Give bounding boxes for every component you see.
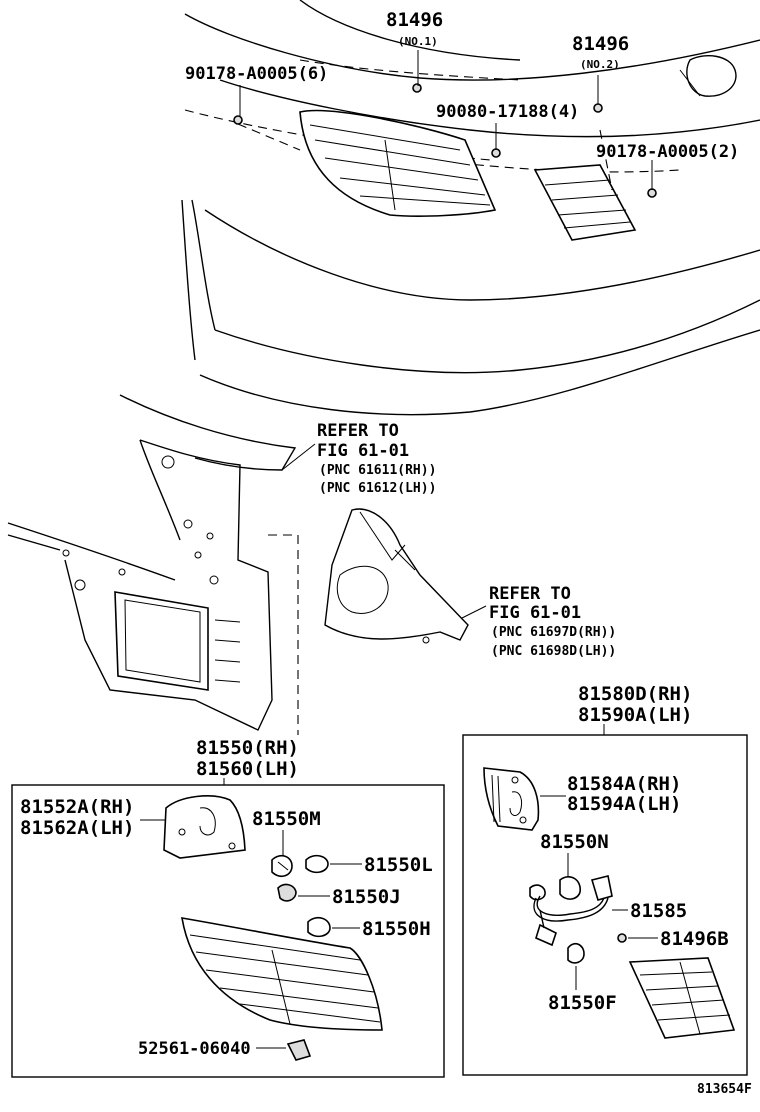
refer-1-line-3: (PNC 61611(RH)) (319, 463, 436, 478)
clip-81496b (617, 933, 627, 943)
refer-2-line-3: (PNC 61697D(RH)) (491, 625, 616, 640)
lamp-gasket-left (163, 795, 246, 859)
wire-harness-socket (529, 875, 613, 947)
label-81496b: 81496B (660, 928, 729, 950)
label-81550j: 81550J (332, 886, 401, 908)
socket-81550m (271, 854, 293, 878)
bulb-81550f (567, 942, 585, 964)
label-81585: 81585 (630, 900, 687, 922)
refer-2-line-2: FIG 61-01 (489, 603, 581, 623)
refer-2-line-4: (PNC 61698D(LH)) (491, 644, 616, 659)
quarter-panel (7, 394, 299, 735)
label-81550l: 81550L (364, 854, 433, 876)
label-81550f: 81550F (548, 992, 617, 1014)
refer-1-line-2: FIG 61-01 (317, 441, 409, 461)
tail-lamp-outer-lower (181, 917, 383, 1031)
label-81584a-rh: 81584A(RH) (567, 773, 681, 795)
label-81550-rh: 81550(RH) (196, 737, 299, 759)
bulb-81550h (307, 916, 331, 938)
refer-2-line-1: REFER TO (489, 584, 571, 604)
label-81496-no1-note: (NO.1) (398, 35, 438, 48)
inner-lamp-lens-right (628, 957, 736, 1039)
label-90080-17188: 90080-17188(4) (436, 102, 579, 122)
bulb-81550l (305, 854, 329, 874)
rear-panel-bracket (324, 508, 469, 644)
leader-lines-top (237, 50, 653, 191)
retainer-52561 (286, 1039, 312, 1061)
refer-2-leader (461, 605, 487, 619)
label-81590a-lh: 81590A(LH) (578, 704, 692, 726)
label-81560-lh: 81560(LH) (196, 758, 299, 780)
tail-lamp-inner-upper (533, 164, 637, 241)
label-81580d-rh: 81580D(RH) (578, 683, 692, 705)
label-90178-a0005-6: 90178-A0005(6) (185, 64, 328, 84)
label-52561-06040: 52561-06040 (138, 1039, 251, 1059)
label-81496-no2: 81496 (572, 33, 629, 55)
label-81550h: 81550H (362, 918, 431, 940)
lamp-gasket-right (483, 767, 540, 831)
left-assembly-box (11, 784, 445, 1078)
label-81552a-rh: 81552A(RH) (20, 796, 134, 818)
label-81496-no1: 81496 (386, 9, 443, 31)
right-assembly-box (462, 734, 748, 1076)
label-81550n: 81550N (540, 831, 609, 853)
tail-lamp-outer-upper (299, 109, 497, 217)
refer-1-leader (281, 443, 316, 471)
socket-81550j (277, 883, 297, 902)
label-81550m: 81550M (252, 808, 321, 830)
refer-1-line-1: REFER TO (317, 421, 399, 441)
label-81496-no2-note: (NO.2) (580, 58, 620, 71)
label-81562a-lh: 81562A(LH) (20, 817, 134, 839)
label-90178-a0005-2: 90178-A0005(2) (596, 142, 739, 162)
label-81594a-lh: 81594A(LH) (567, 793, 681, 815)
figure-id: 813654F (697, 1082, 752, 1097)
refer-1-line-4: (PNC 61612(LH)) (319, 481, 436, 496)
